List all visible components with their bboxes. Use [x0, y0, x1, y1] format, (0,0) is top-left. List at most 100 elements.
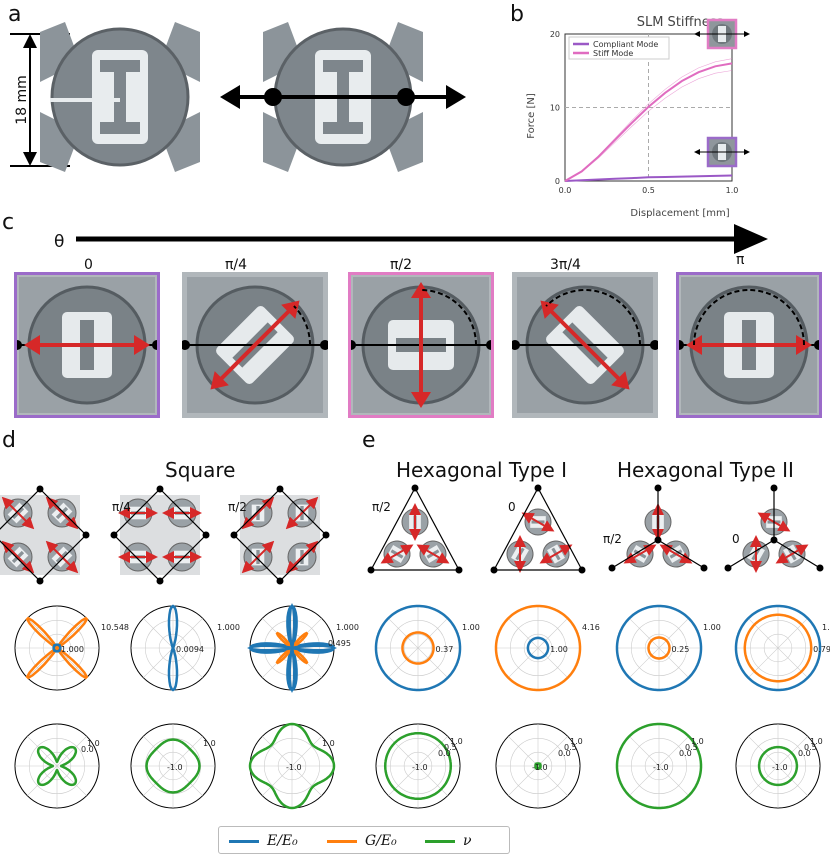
curve-inner [526, 636, 550, 660]
square-lattice-2 [230, 485, 330, 585]
square-lattice-0 [0, 485, 90, 585]
x-tick-label: 0.0 [559, 186, 572, 195]
r-label-max: 4.16 [582, 623, 600, 632]
theta-axis-arrow [76, 224, 768, 254]
stiff-axis-arrow [285, 540, 319, 574]
arrow-head-left [411, 392, 431, 408]
specimen-photo-2 [220, 22, 466, 172]
lattice-node [367, 566, 375, 574]
rotation-arc [693, 289, 805, 346]
r-label-min: 0.0094 [176, 645, 204, 654]
lattice-node [455, 566, 463, 574]
polar-grid-spoke [629, 736, 689, 796]
r-label-zero: 0.0 [81, 745, 94, 754]
mode-frame [14, 272, 160, 418]
polar-hex-3: 1.000.25 [615, 604, 721, 692]
legend-label-nu: ν [463, 833, 472, 849]
angle-label-4: π [736, 252, 745, 268]
curve-nu [383, 731, 453, 801]
series-trace-1-0 [564, 70, 733, 182]
square-title: Square [165, 458, 236, 482]
panel-letter-d: d [2, 428, 16, 453]
r-label-mid: 0.495 [328, 639, 351, 648]
lattice-node [202, 531, 210, 539]
stiff-axis-arrow [623, 544, 657, 564]
stiff-axis-arrow [1, 496, 35, 530]
legend-item-g: G/E₀ [327, 833, 397, 849]
compliant-mode-inset-icon [694, 136, 750, 168]
arrow-head-left [611, 371, 630, 390]
r-label-min: 0.25 [672, 645, 690, 654]
stiff-direction-arrow [411, 282, 431, 408]
lattice-node [156, 577, 164, 585]
lattice-node [230, 531, 238, 539]
lattice-node [700, 564, 708, 572]
polar-hex-2: 4.161.00 [494, 604, 600, 692]
r-label-min: 1.000 [61, 645, 84, 654]
panel-a: 18 mm [0, 0, 480, 200]
polar-grid-spoke [143, 736, 203, 796]
curve-nu [615, 722, 703, 810]
hex-type1-title: Hexagonal Type I [396, 458, 568, 482]
r-label-max: 1.00 [822, 623, 830, 632]
mode-frame [348, 272, 494, 418]
polar-grid-spoke [748, 736, 808, 796]
lattice-node [654, 484, 662, 492]
r-label-max: 1.0 [87, 739, 100, 748]
lattice-node [490, 566, 498, 574]
stiff-mode-inset-icon [694, 18, 750, 50]
r-label-min: -1.0 [167, 763, 183, 772]
lattice-node [608, 564, 616, 572]
lattice-spoke [727, 539, 775, 569]
lattice-outline [369, 486, 461, 571]
chart-title: SLM Stiffness [637, 15, 724, 30]
r-label-max: 1.0 [570, 737, 583, 746]
curve-nu [36, 745, 78, 787]
stiff-direction-arrow [24, 335, 150, 355]
theta-label: θ [54, 232, 65, 252]
rotation-frame-2 [348, 272, 494, 418]
curve-e-2 [247, 603, 337, 693]
curve-nu [248, 722, 336, 810]
polar-plots: 10.5481.0001.0000.00941.0000.4951.00.01.… [14, 603, 830, 810]
curve-e [167, 604, 179, 692]
stiff-axis-arrow [1, 540, 35, 574]
lattice-center-node [654, 536, 662, 544]
arrow-shaft [544, 304, 626, 386]
r-label-zero: 0.0 [438, 749, 451, 758]
curve-outer [615, 604, 703, 692]
lattice-node [534, 484, 542, 492]
series-trace-0-1 [564, 175, 733, 182]
lattice-node [276, 577, 284, 585]
size-label: 18 mm [14, 75, 30, 125]
polar-hex-nu-3: 1.00.50.0-1.0 [615, 722, 704, 810]
lattice-node [36, 577, 44, 585]
r-label-min: -1.0 [653, 763, 669, 772]
hex-angle-label-1: π/2 [372, 500, 391, 514]
stiff-axis-arrow [416, 544, 450, 564]
polar-grid-spoke [27, 736, 87, 796]
polar-grid-spoke [629, 618, 689, 678]
lattice-spoke [657, 539, 705, 569]
polar-square-nu-2: 1.0-1.0 [130, 723, 216, 809]
r-label-half: 0.5 [564, 743, 577, 752]
angle-label-1: π/4 [225, 257, 248, 273]
lattice-node [770, 484, 778, 492]
r-label-zero: 0.0 [558, 749, 571, 758]
r-label-max: 1.0 [691, 737, 704, 746]
polar-grid-spoke [508, 618, 568, 678]
legend-swatch-g [327, 839, 357, 843]
polar-square-nu-3: 1.0-1.0 [248, 722, 336, 810]
legend-item-e: E/E₀ [229, 833, 298, 849]
lattice-node [578, 566, 586, 574]
lattice-node [411, 484, 419, 492]
curve-outer [734, 604, 822, 692]
stiff-axis-arrow [775, 544, 809, 564]
r-label-max: 1.000 [217, 623, 240, 632]
series-line-1 [564, 62, 733, 182]
panel-letter-b: b [510, 2, 524, 27]
curve-nu [145, 738, 201, 794]
lattice-node [82, 531, 90, 539]
